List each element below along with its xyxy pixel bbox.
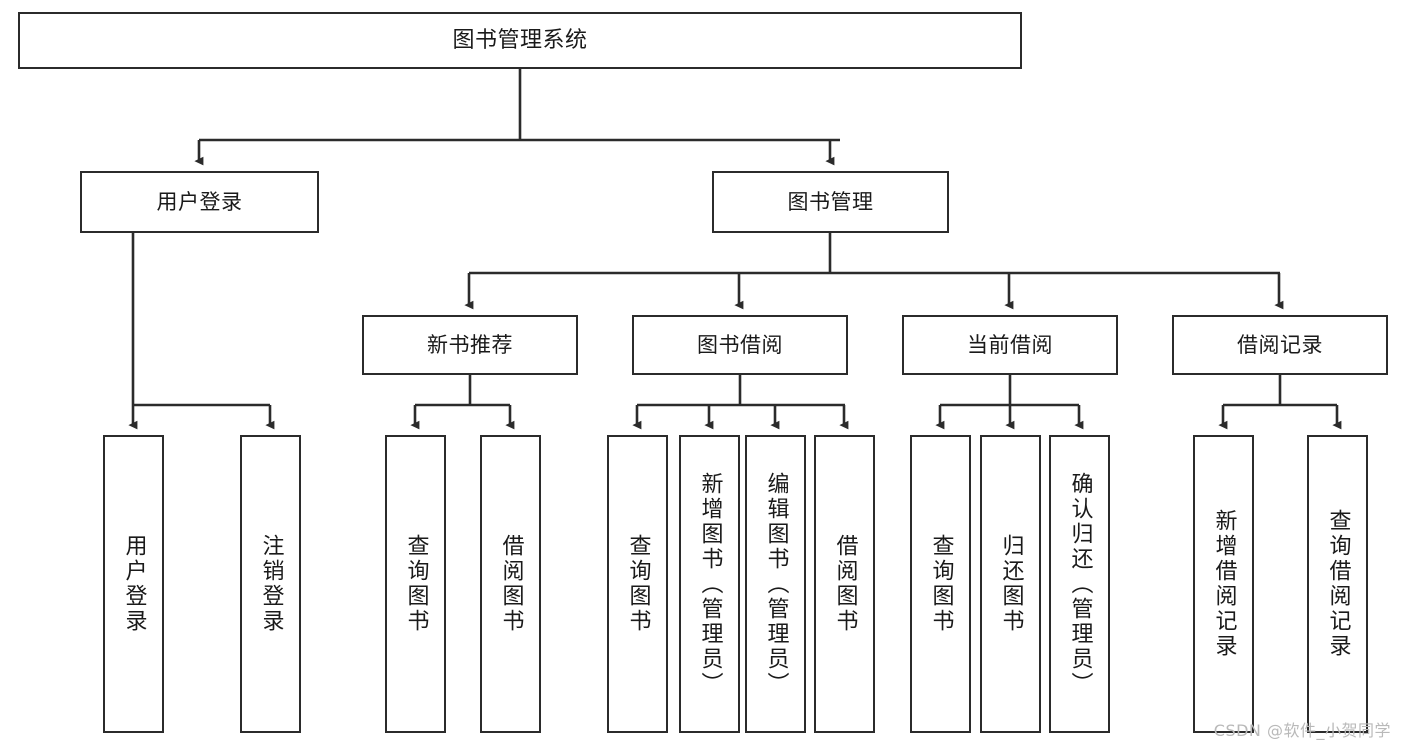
- leaf-query-book-current[interactable]: 查询图书: [910, 435, 971, 733]
- leaf-user-login-label: 用户登录: [121, 534, 147, 634]
- node-book-management-label: 图书管理: [787, 189, 874, 214]
- leaf-query-book-borrow[interactable]: 查询图书: [607, 435, 668, 733]
- leaf-query-book-recommend[interactable]: 查询图书: [385, 435, 446, 733]
- leaf-add-borrow-record-label: 新增借阅记录: [1211, 509, 1237, 659]
- leaf-borrow-book[interactable]: 借阅图书: [814, 435, 875, 733]
- node-user-login-label: 用户登录: [156, 189, 243, 214]
- node-current-borrow-label: 当前借阅: [967, 332, 1053, 357]
- leaf-logout[interactable]: 注销登录: [240, 435, 301, 733]
- leaf-query-book-recommend-label: 查询图书: [403, 534, 429, 634]
- leaf-borrow-book-label: 借阅图书: [832, 534, 858, 634]
- node-borrow-record[interactable]: 借阅记录: [1172, 315, 1388, 375]
- csdn-watermark: CSDN @软件_小贺同学: [1213, 721, 1391, 740]
- leaf-query-book-borrow-label: 查询图书: [625, 534, 651, 634]
- node-borrow-record-label: 借阅记录: [1237, 332, 1323, 357]
- leaf-return-book-label: 归还图书: [998, 534, 1024, 634]
- leaf-add-book-admin-label: 新增图书（管理员）: [697, 471, 723, 697]
- leaf-query-book-current-label: 查询图书: [928, 534, 954, 634]
- node-book-management[interactable]: 图书管理: [712, 171, 949, 233]
- leaf-logout-label: 注销登录: [258, 534, 284, 634]
- node-book-borrow-label: 图书借阅: [697, 332, 783, 357]
- node-book-borrow[interactable]: 图书借阅: [632, 315, 848, 375]
- leaf-query-borrow-record-label: 查询借阅记录: [1325, 509, 1351, 659]
- node-new-book-recommend[interactable]: 新书推荐: [362, 315, 578, 375]
- leaf-edit-book-admin-label: 编辑图书（管理员）: [763, 471, 789, 697]
- node-new-book-recommend-label: 新书推荐: [427, 332, 513, 357]
- leaf-user-login[interactable]: 用户登录: [103, 435, 164, 733]
- leaf-confirm-return-admin-label: 确认归还（管理员）: [1067, 471, 1093, 697]
- leaf-confirm-return-admin[interactable]: 确认归还（管理员）: [1049, 435, 1110, 733]
- leaf-return-book[interactable]: 归还图书: [980, 435, 1041, 733]
- leaf-add-borrow-record[interactable]: 新增借阅记录: [1193, 435, 1254, 733]
- node-root-label: 图书管理系统: [452, 27, 588, 53]
- node-current-borrow[interactable]: 当前借阅: [902, 315, 1118, 375]
- leaf-query-borrow-record[interactable]: 查询借阅记录: [1307, 435, 1368, 733]
- leaf-add-book-admin[interactable]: 新增图书（管理员）: [679, 435, 740, 733]
- leaf-borrow-book-recommend[interactable]: 借阅图书: [480, 435, 541, 733]
- leaf-borrow-book-recommend-label: 借阅图书: [498, 534, 524, 634]
- leaf-edit-book-admin[interactable]: 编辑图书（管理员）: [745, 435, 806, 733]
- node-user-login[interactable]: 用户登录: [80, 171, 319, 233]
- node-root[interactable]: 图书管理系统: [18, 12, 1022, 69]
